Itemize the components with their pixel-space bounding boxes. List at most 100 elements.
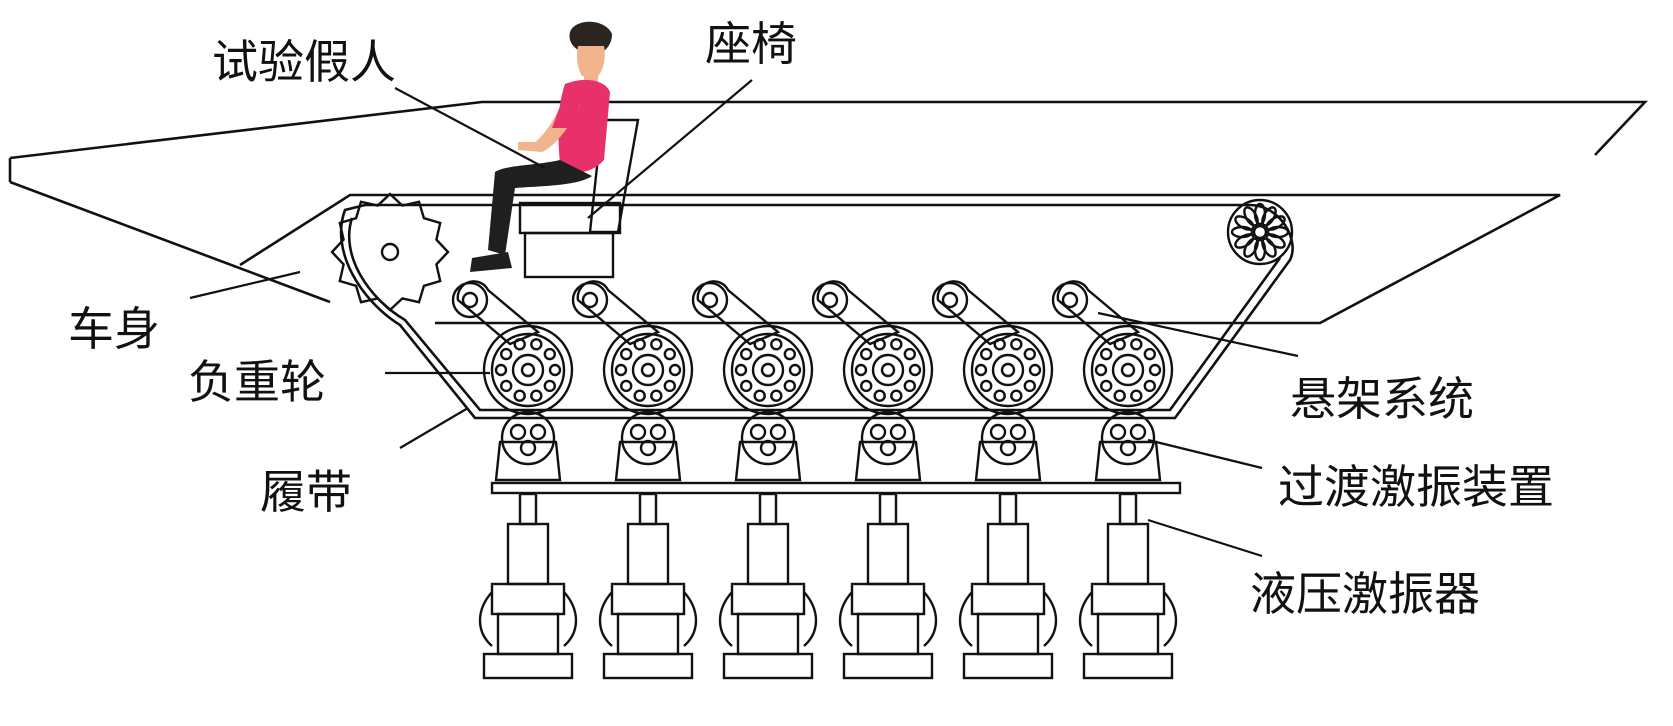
hydraulic-cylinder-collar [1090,582,1166,616]
road-wheel-bolt [873,389,886,402]
suspension-arm [571,280,661,346]
suspension-arm-body [696,280,781,346]
road-wheel-inner-rim [490,332,566,408]
road-wheel-bolt [1023,379,1037,393]
hydraulic-cylinder-lower [976,612,1040,656]
exciter-unit [478,410,578,680]
hydraulic-base [1082,652,1174,680]
road-wheel-bolt [980,347,993,361]
label-test-dummy: 试验假人 [212,35,396,89]
road-wheel-axle [1000,362,1016,378]
transition-exciter-base [614,440,682,482]
suspension-pivot [1051,281,1089,319]
road-wheel-bolt [903,347,916,361]
road-wheel-bolt [974,363,988,377]
road-wheel-hub [511,353,545,387]
road-wheel [1082,324,1174,416]
road-wheel-bolt [890,338,903,351]
road-wheel-bolt [860,347,873,361]
exciter-group [478,410,1178,680]
transition-exciter-port [649,423,667,441]
suspension-arm-body [1056,280,1141,346]
hydraulic-base [482,652,574,680]
road-wheel-bolt [1099,347,1113,361]
leader-suspension [1097,311,1299,358]
transition-exciter-port [1109,423,1127,441]
hydraulic-base [962,652,1054,680]
suspension-arm-group [451,280,1141,346]
road-wheel-hub [871,353,905,387]
idler-wheel [1226,198,1294,266]
road-wheel-axle [640,362,656,378]
hydraulic-cylinder-upper [506,522,550,586]
suspension-pivot-pin [701,291,719,309]
road-wheel-bolt [650,338,663,351]
idler-hub [1252,224,1268,240]
road-wheel-bolt [513,389,526,402]
road-wheel-rim [842,324,934,416]
label-transition-exciter: 过渡激振装置 [1278,460,1554,514]
road-wheel-bolt [1028,363,1042,377]
road-wheel-inner-rim [610,332,686,408]
label-hull: 车身 [68,302,160,356]
road-wheel-inner-rim [1090,332,1166,408]
label-track: 履带 [260,465,352,519]
hydraulic-hose-left [478,591,493,647]
sprocket-hub [380,242,400,262]
road-wheel-rim [722,324,814,416]
road-wheel-bolt [650,389,663,402]
transition-exciter-head [620,410,676,466]
transition-exciter-head [860,410,916,466]
vehicle-hull [8,100,1649,325]
road-wheel-bolt [1094,363,1108,377]
road-wheel-hub [751,353,785,387]
hydraulic-rod [638,492,658,526]
hydraulic-cylinder-upper [866,522,910,586]
road-wheel-bolt [1148,363,1162,377]
transition-exciter-port [629,423,647,441]
exciter-unit [1078,410,1178,680]
suspension-arm [451,280,541,346]
hydraulic-rod [878,492,898,526]
suspension-arm-body [936,280,1021,346]
road-wheel-rim [962,324,1054,416]
suspension-arm [931,280,1021,346]
road-wheel-bolt [788,363,802,377]
transition-exciter-base [494,440,562,482]
transition-exciter-port [1119,439,1137,457]
road-wheel-bolt [500,379,513,393]
road-wheel-inner-rim [850,332,926,408]
transition-exciter-base [974,440,1042,482]
label-road-wheel: 负重轮 [188,355,326,409]
road-wheel-bolt [740,347,753,361]
idler-rim [1226,198,1294,266]
road-wheel-bolt [1113,389,1126,402]
road-wheel-bolt [668,363,682,377]
road-wheel-bolt [1010,389,1023,402]
hydraulic-hose-right [563,591,578,647]
label-suspension-system: 悬架系统 [1290,372,1474,426]
road-wheel-bolt [908,363,922,377]
hydraulic-cylinder-collar [730,582,806,616]
hydraulic-cylinder-lower [616,612,680,656]
road-wheel-bolt [530,338,543,351]
hydraulic-cylinder-upper [1106,522,1150,586]
hydraulic-base [842,652,934,680]
test-dummy [470,21,612,272]
road-wheel-bolt [753,389,766,402]
road-wheel-bolt [663,347,676,361]
idler-petal [1265,215,1286,231]
exciter-unit [838,410,938,680]
hydraulic-rod [1118,492,1138,526]
transition-exciter-port [519,439,537,457]
road-wheel-axle [1120,362,1136,378]
road-wheel-bolt [903,379,916,393]
road-wheel-hub [991,353,1025,387]
sprocket-teeth [330,192,450,312]
road-wheel-bolt [1130,389,1143,402]
transition-exciter-port [1009,423,1027,441]
transition-exciter-head [500,410,556,466]
suspension-pivot-pin [1061,291,1079,309]
hydraulic-rod [758,492,778,526]
road-wheel-bolt [620,347,633,361]
